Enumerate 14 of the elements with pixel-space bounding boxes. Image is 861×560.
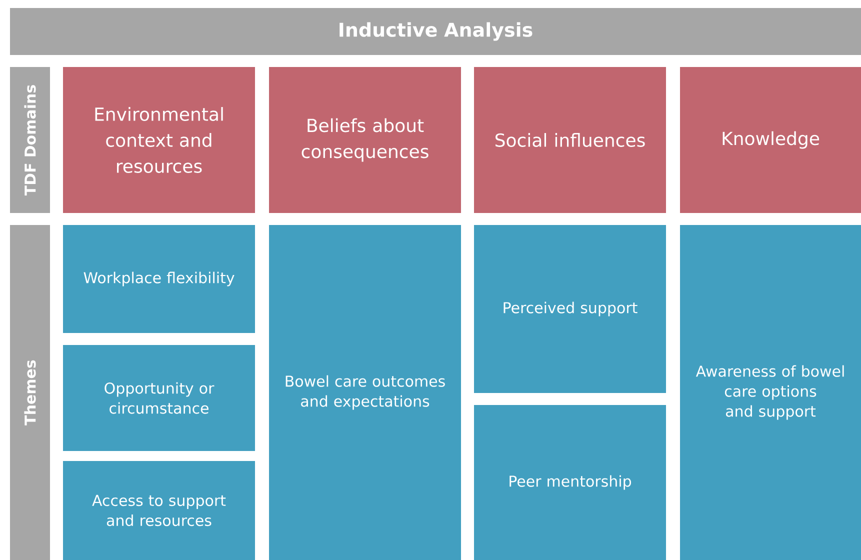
theme-box: Access to support and resources: [63, 461, 255, 560]
domain-box: Environmental context and resources: [63, 67, 255, 213]
side-band: Themes: [10, 225, 50, 560]
theme-box: Peer mentorship: [474, 405, 666, 560]
header-band: Inductive Analysis: [10, 8, 861, 55]
domain-box: Beliefs about consequences: [269, 67, 461, 213]
theme-box: Opportunity or circumstance: [63, 345, 255, 451]
domain-box: Social influences: [474, 67, 666, 213]
domain-box: Knowledge: [680, 67, 861, 213]
theme-box: Bowel care outcomes and expectations: [269, 225, 461, 560]
theme-box: Awareness of bowel care options and support: [680, 225, 861, 560]
theme-box: Perceived support: [474, 225, 666, 393]
theme-box: Workplace flexibility: [63, 225, 255, 333]
side-band: TDF Domains: [10, 67, 50, 213]
